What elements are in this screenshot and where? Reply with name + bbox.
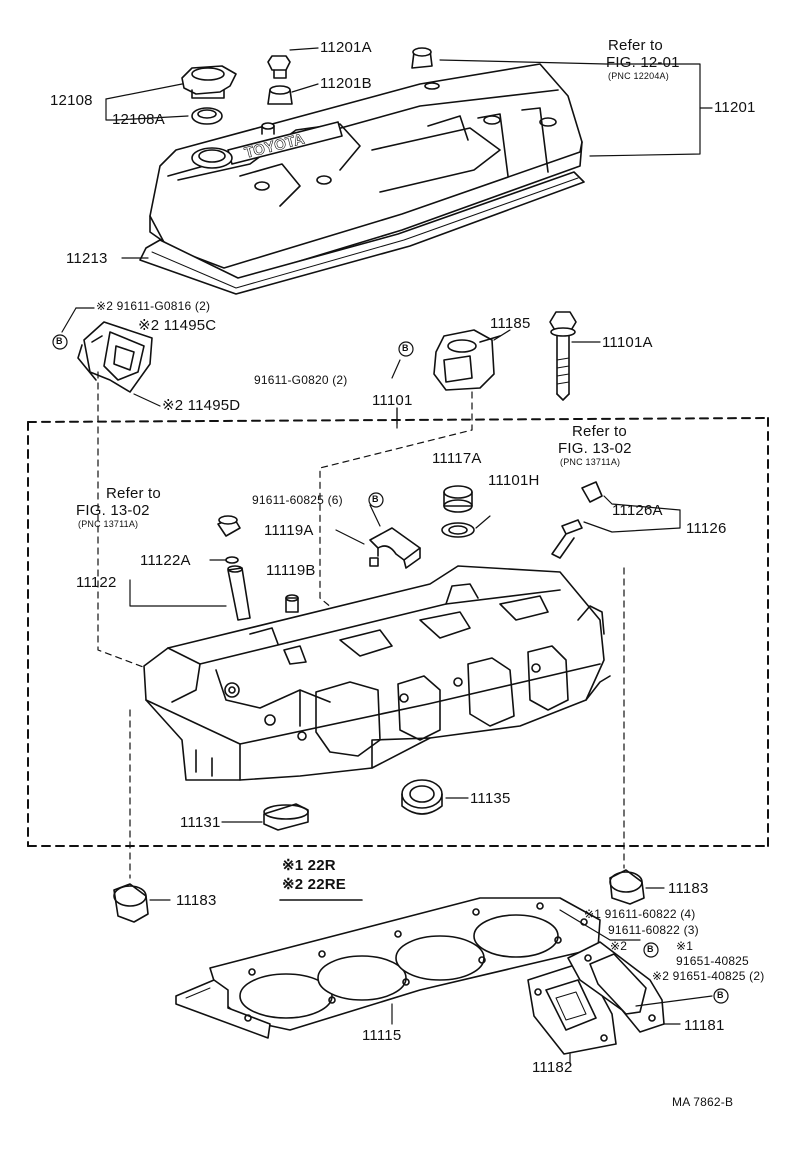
diagram-reference-code: MA 7862-B bbox=[672, 1095, 734, 1109]
part-label-11126A: 11126A bbox=[612, 502, 663, 519]
bolt-marker-b-label-3: B bbox=[372, 494, 379, 504]
part-label-11122A: 11122A bbox=[140, 552, 191, 569]
part-label-11101H: 11101H bbox=[488, 472, 540, 489]
part-label-11185: 11185 bbox=[490, 315, 531, 332]
part-label-91651-40825-2: ※2 91651-40825 (2) bbox=[652, 969, 765, 983]
pnc-label-13711A-right: (PNC 13711A) bbox=[560, 457, 621, 467]
part-label-91611-60822-4: ※1 91611-60822 (4) bbox=[584, 907, 696, 921]
part-label-11182: 11182 bbox=[532, 1059, 573, 1076]
part-label-11183-right: 11183 bbox=[668, 880, 709, 897]
part-label-11183-left: 11183 bbox=[176, 892, 217, 909]
pnc-label-12204A: (PNC 12204A) bbox=[608, 71, 669, 81]
head-bolt-11101A bbox=[549, 311, 601, 401]
plug-11183-right bbox=[609, 869, 665, 905]
part-label-91611-G0816: ※2 91611-G0816 (2) bbox=[96, 299, 211, 313]
bearing-cap-11119A bbox=[335, 504, 421, 569]
part-label-11131: 11131 bbox=[180, 814, 221, 831]
leaders-left-mid bbox=[61, 307, 161, 407]
part-label-11119A: 11119A bbox=[264, 522, 314, 539]
refer-label-13-02-right: Refer to bbox=[572, 423, 627, 440]
head-gasket bbox=[175, 897, 641, 1039]
part-label-11201A: 11201A bbox=[320, 39, 372, 56]
part-label-11119B: 11119B bbox=[266, 562, 316, 579]
bolt-marker-b-2 bbox=[398, 341, 414, 357]
stud-11126 bbox=[551, 481, 681, 559]
bolt-marker-b-1 bbox=[52, 334, 68, 350]
seal-11135 bbox=[401, 779, 469, 815]
stem-seal-11117A bbox=[441, 485, 491, 538]
bolt-marker-b-label-1: B bbox=[56, 336, 63, 346]
part-label-91651-40825: 91651-40825 bbox=[676, 954, 749, 968]
cylinder-head-group-boundary bbox=[27, 417, 769, 847]
bolt-marker-b-label-2: B bbox=[402, 343, 409, 353]
part-label-11126: 11126 bbox=[686, 520, 727, 537]
model-mark-2: ※2 bbox=[610, 939, 628, 953]
bolt-marker-b-5 bbox=[713, 988, 729, 1004]
part-label-91611-60822-3: 91611-60822 (3) bbox=[608, 923, 699, 937]
part-label-91611-G0820: 91611-G0820 (2) bbox=[254, 373, 348, 387]
part-label-11495D: ※2 11495D bbox=[162, 397, 241, 414]
intake-plate-11495 bbox=[77, 321, 153, 393]
part-label-11122: 11122 bbox=[76, 574, 117, 591]
part-label-12108A: 12108A bbox=[112, 111, 165, 128]
part-label-11101: 11101 bbox=[372, 392, 413, 409]
part-label-11201B: 11201B bbox=[320, 75, 372, 92]
part-label-11495C: ※2 11495C bbox=[138, 317, 217, 334]
bolt-marker-b-label-5: B bbox=[717, 990, 724, 1000]
oil-filler-cap bbox=[181, 65, 237, 125]
refer-label-12-01: Refer to bbox=[608, 37, 663, 54]
valve-cover: TOYOTA bbox=[149, 63, 583, 285]
model-mark-1: ※1 bbox=[676, 939, 694, 953]
part-label-12108: 12108 bbox=[50, 92, 93, 109]
fig-label-13-02-right: FIG. 13-02 bbox=[558, 440, 632, 457]
refer-label-13-02-left: Refer to bbox=[106, 485, 161, 502]
dashed-leaders bbox=[97, 371, 625, 879]
model-note-22RE: ※2 22RE bbox=[282, 876, 347, 893]
breather-fittings bbox=[267, 47, 433, 105]
gasket-11181 bbox=[567, 941, 713, 1033]
part-label-11115: 11115 bbox=[362, 1027, 402, 1044]
cylinder-head bbox=[143, 565, 611, 781]
part-label-11201: 11201 bbox=[714, 99, 756, 116]
valve-cover-gasket bbox=[139, 171, 585, 295]
pnc-label-13711A-left: (PNC 13711A) bbox=[78, 519, 139, 529]
part-label-11117A: 11117A bbox=[432, 450, 482, 467]
part-label-11135: 11135 bbox=[470, 790, 511, 807]
model-note-22R: ※1 22R bbox=[282, 857, 336, 874]
bolt-marker-b-4 bbox=[643, 942, 659, 958]
dowel-11119B bbox=[285, 594, 299, 613]
leaders-top bbox=[105, 47, 713, 259]
bolt-marker-b-label-4: B bbox=[647, 944, 654, 954]
fig-label-12-01: FIG. 12-01 bbox=[606, 54, 680, 71]
part-label-11181: 11181 bbox=[684, 1017, 725, 1034]
valve-guide-11122 bbox=[129, 556, 251, 621]
part-label-11213: 11213 bbox=[66, 250, 108, 267]
plug-left-ref bbox=[217, 515, 241, 537]
plug-11183-left bbox=[113, 883, 171, 923]
seal-11131 bbox=[221, 803, 309, 831]
part-label-11101A: 11101A bbox=[602, 334, 653, 351]
bolt-marker-b-3 bbox=[368, 492, 384, 508]
part-label-91611-60825: 91611-60825 (6) bbox=[252, 493, 343, 507]
housing-11185 bbox=[433, 329, 501, 391]
fig-label-13-02-left: FIG. 13-02 bbox=[76, 502, 150, 519]
